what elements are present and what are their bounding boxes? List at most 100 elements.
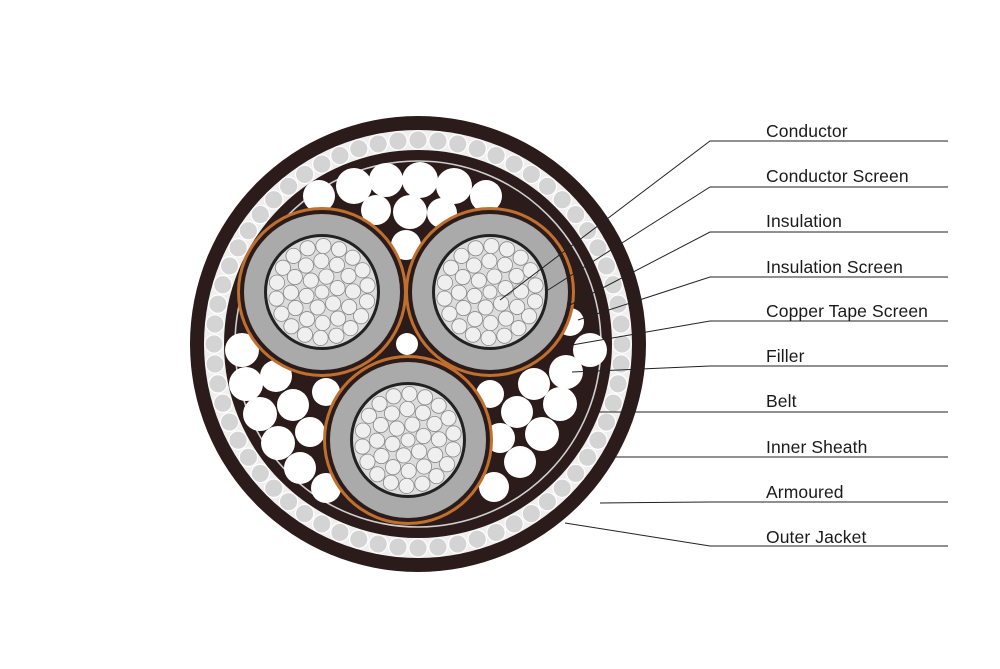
filler-strand — [312, 378, 340, 406]
armour-wire — [611, 314, 631, 334]
conductor-strand — [401, 386, 418, 403]
filler-strand — [573, 333, 607, 367]
armour-wire — [205, 354, 225, 374]
armour-wire — [504, 514, 524, 534]
conductor-strand — [283, 284, 300, 301]
filler-strand — [303, 180, 335, 212]
conductor-strand — [436, 274, 453, 291]
conductor-strand — [414, 404, 431, 421]
leader-line — [499, 140, 948, 301]
filler-strand — [501, 396, 533, 428]
armour-wire — [447, 534, 468, 554]
conductor-strand — [522, 262, 539, 279]
leader-line — [569, 231, 948, 306]
armour-wire — [368, 534, 389, 554]
label-conductor-screen: Conductor Screen — [766, 166, 909, 186]
armour-wire — [212, 393, 233, 414]
label-belt: Belt — [766, 391, 797, 411]
filler-strand — [518, 368, 550, 400]
armour-wire — [596, 412, 617, 432]
conductor-strand — [442, 259, 459, 276]
conductor-strand — [297, 257, 314, 274]
conductor-strand — [383, 405, 400, 422]
armour-wire — [294, 503, 315, 524]
conductor-strand — [465, 257, 482, 274]
conductor-strand — [309, 299, 326, 316]
conductor-strand — [313, 253, 330, 270]
conductor-strand — [493, 295, 510, 312]
conductor-strand — [354, 422, 371, 439]
conductor-strand — [299, 311, 316, 328]
conductor-strand — [416, 458, 433, 475]
conductor-strand — [467, 240, 484, 257]
conductor-strand — [302, 272, 319, 289]
filler-strand — [277, 389, 309, 421]
conductor-strand — [344, 283, 361, 300]
filler-strand — [436, 168, 472, 204]
filler-strand — [396, 333, 418, 355]
armour-wire — [447, 134, 468, 154]
armour-wire — [348, 138, 369, 159]
filler-strand — [402, 162, 438, 198]
conductor-strand — [268, 290, 285, 307]
conductor-strand — [359, 277, 376, 294]
conductor-strand — [436, 290, 453, 307]
conductor-strand — [482, 284, 498, 300]
conductor-strand — [385, 388, 402, 405]
conductor-strand — [477, 299, 494, 316]
armour-wire — [537, 176, 558, 197]
conductor-strand — [369, 466, 386, 483]
conductor-strand — [318, 268, 335, 285]
conductor-strand — [482, 314, 499, 331]
armour-wire — [263, 478, 284, 499]
filler-strand — [391, 230, 421, 260]
armour-wire — [552, 478, 573, 499]
conductor-strand — [426, 415, 443, 432]
armour-wire — [208, 294, 228, 315]
conductor-strand — [496, 327, 513, 344]
leader-lines — [499, 140, 948, 547]
filler-strand — [549, 355, 583, 389]
label-insulation-screen: Insulation Screen — [766, 257, 903, 277]
label-inner-sheath: Inner Sheath — [766, 437, 868, 457]
conductor-strand — [512, 283, 529, 300]
filler-strand — [229, 367, 263, 401]
armour-wire — [263, 189, 284, 210]
conductor-strand — [508, 267, 525, 284]
filler-strand — [393, 195, 427, 229]
conductor-strand — [369, 432, 386, 449]
filler-strand — [525, 417, 559, 451]
label-filler: Filler — [766, 346, 805, 366]
conductor-strand — [512, 249, 529, 266]
armour-wire — [612, 334, 632, 354]
conductor-strand — [354, 438, 371, 455]
conductor-strand — [466, 287, 483, 304]
leader-line — [571, 365, 948, 373]
armour-wire — [330, 522, 350, 543]
conductor-strand — [395, 447, 412, 464]
filler-strand — [479, 472, 509, 502]
armour-wire — [219, 412, 240, 432]
conductor-strand — [499, 241, 516, 258]
armour-wire — [577, 220, 598, 241]
filler-strand — [284, 452, 316, 484]
conductor-strand — [328, 256, 345, 273]
filler-strand — [261, 426, 295, 460]
filler-strand — [295, 417, 325, 447]
armour-wire — [250, 463, 271, 484]
conductor-strand — [453, 247, 470, 264]
conductor-strand — [527, 277, 544, 294]
conductor-strand — [470, 272, 487, 289]
armour-wire — [204, 334, 224, 354]
armour-wire — [238, 220, 259, 241]
armour-wire — [368, 134, 389, 154]
conductor-strand — [496, 256, 513, 273]
conductor-strand — [481, 253, 498, 270]
label-insulation: Insulation — [766, 211, 842, 231]
filler-strand — [543, 387, 577, 421]
filler-strand — [225, 333, 259, 367]
conductor-strand — [388, 420, 405, 437]
conductor-strand — [315, 238, 332, 255]
conductor-strand — [273, 305, 290, 322]
